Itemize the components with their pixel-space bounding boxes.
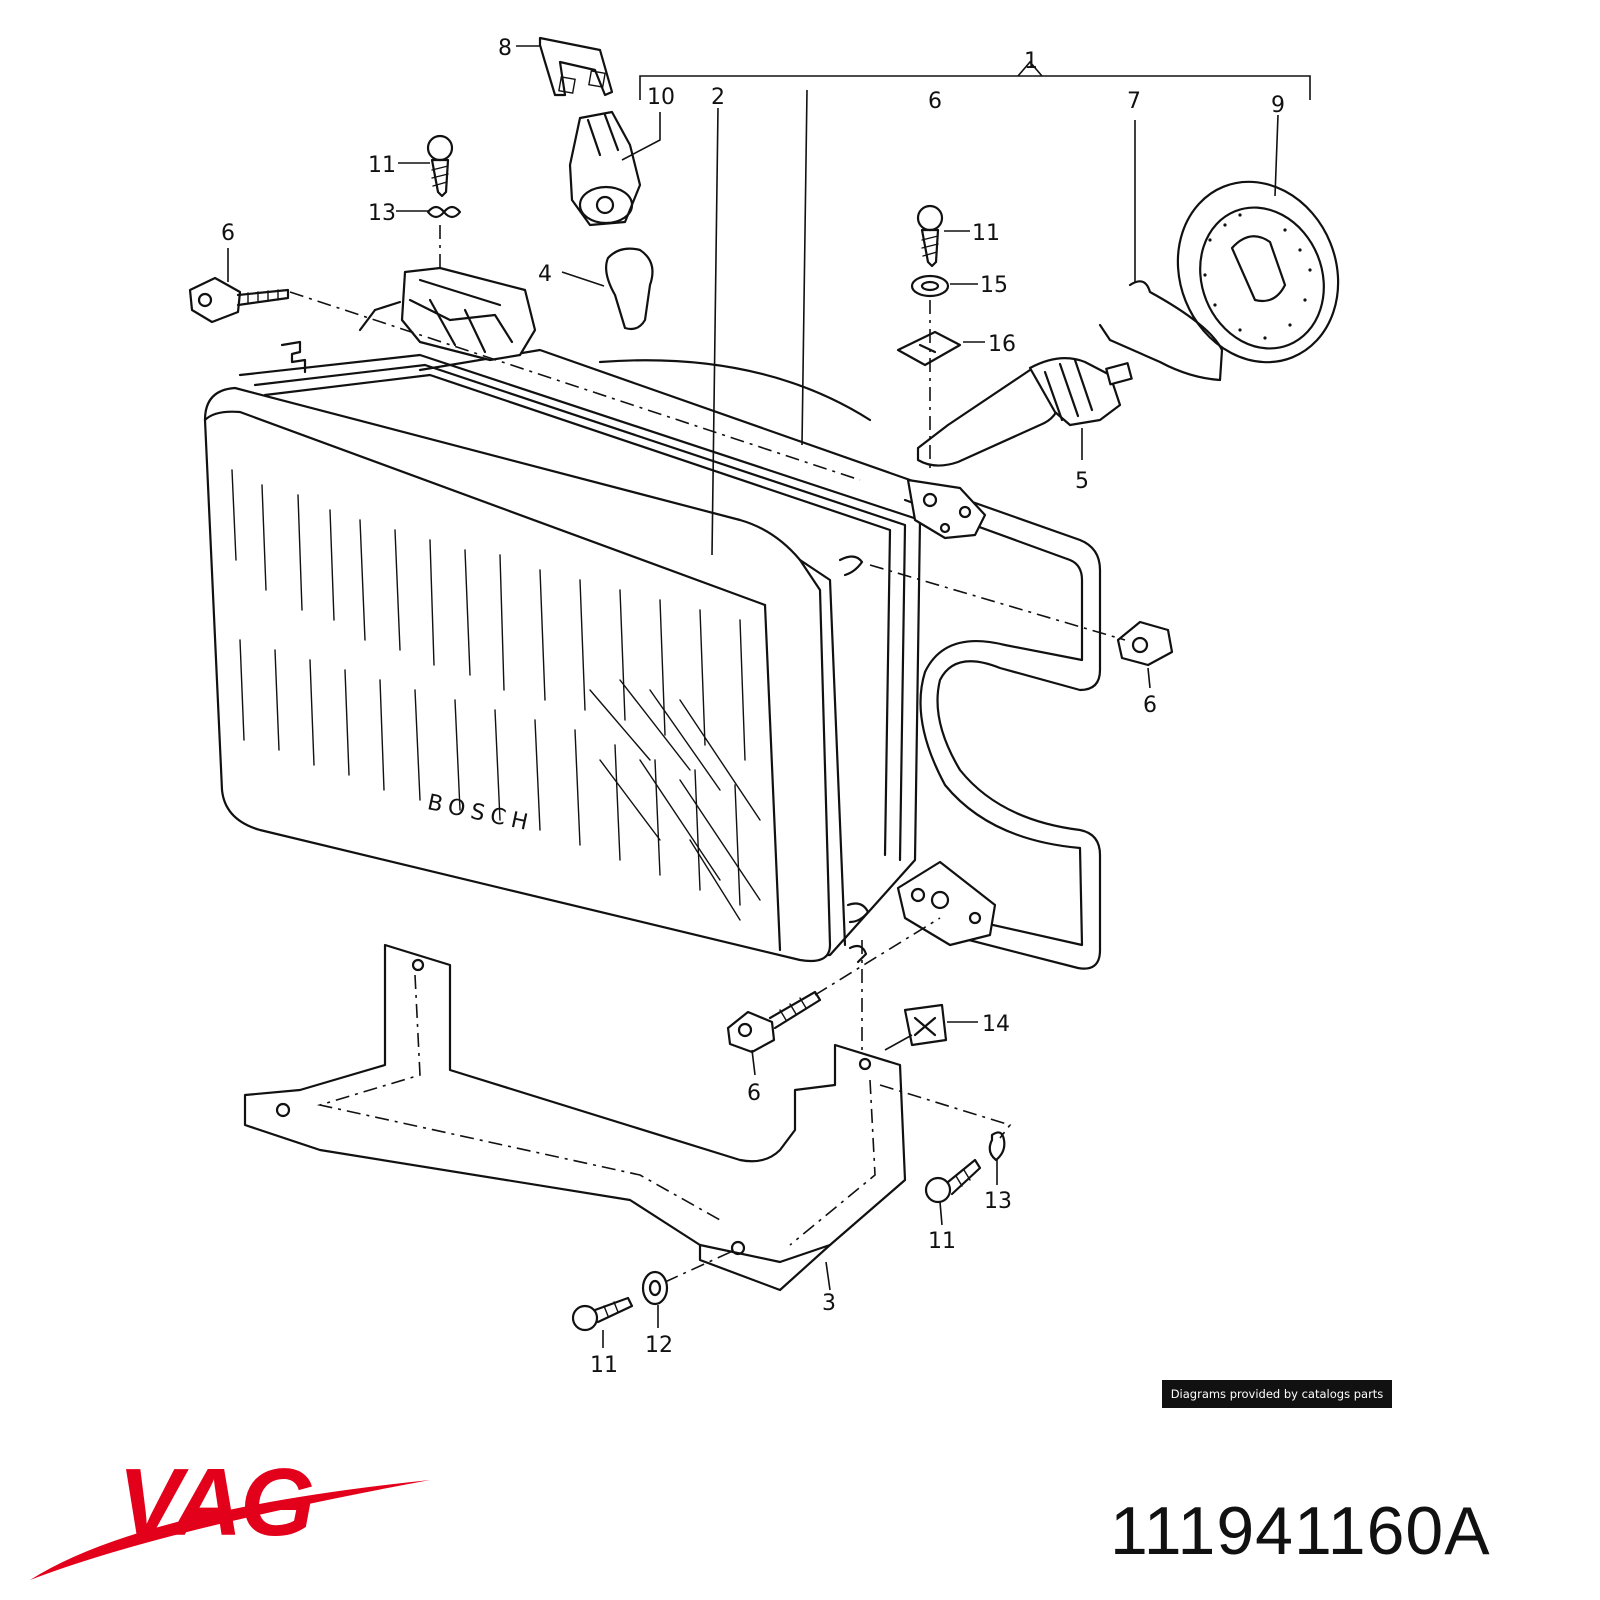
part-13-spring-washer-top: [426, 205, 462, 219]
callout-6-bottom: 6: [747, 1081, 761, 1106]
part-16-clip-nut: [896, 330, 962, 367]
callout-6-left: 6: [221, 221, 235, 246]
callout-7: 7: [1127, 89, 1141, 114]
part-9-cover-cap: [1176, 180, 1340, 364]
part-4-small-bulb: [605, 247, 654, 331]
part-8-holder-clip: [538, 36, 614, 97]
callout-5: 5: [1075, 469, 1089, 494]
callout-11-bottom-left: 11: [590, 1353, 618, 1378]
leader-lines: [227, 45, 1279, 1348]
callout-9: 9: [1271, 93, 1285, 118]
callout-labels: 1 2 3 4 5 6 6 6 6 7 8 9 10 11 11 11 11 1…: [221, 36, 1285, 1378]
upper-mount-bracket: [358, 266, 537, 362]
callout-1: 1: [1024, 49, 1038, 74]
part-6-adjuster-screw-left: [188, 276, 290, 324]
callout-10: 10: [647, 85, 675, 110]
diagram-credit-label: Diagrams provided by catalogs parts: [1162, 1380, 1392, 1408]
part-7-spring-clip: [1098, 280, 1224, 382]
callout-13-top: 13: [368, 201, 396, 226]
callout-11-top-right: 11: [972, 221, 1000, 246]
side-mount-boss-upper: [906, 478, 987, 540]
callout-6-top: 6: [928, 89, 942, 114]
assembly-axes: [289, 225, 1126, 1283]
part-6-adjuster-screw-bottom: [726, 990, 822, 1054]
callout-14: 14: [982, 1012, 1010, 1037]
part-5-main-bulb: [916, 357, 1133, 467]
headlight-unit: BOSCH: [203, 340, 922, 964]
callout-3: 3: [822, 1291, 836, 1316]
part-12-washer: [641, 1270, 669, 1306]
part-15-washer: [910, 274, 950, 298]
callout-4: 4: [538, 262, 552, 287]
part-6-adjuster-nut-right: [1116, 620, 1174, 667]
part-11-screw-bottom-right: [924, 1158, 982, 1204]
callout-6-right: 6: [1143, 693, 1157, 718]
callout-11-top-left: 11: [368, 153, 396, 178]
lens-pattern: [231, 469, 761, 921]
callout-8: 8: [498, 36, 512, 61]
callout-11-bottom-right: 11: [928, 1229, 956, 1254]
part-11-screw-top-right: [916, 204, 944, 268]
callout-16: 16: [988, 332, 1016, 357]
assembly-group-bracket: [639, 60, 1311, 446]
callout-12: 12: [645, 1333, 673, 1358]
logo-text: VAG: [118, 1449, 313, 1556]
vag-logo: VAG: [30, 1449, 430, 1580]
callout-13-bottom: 13: [984, 1189, 1012, 1214]
callout-2: 2: [711, 85, 725, 110]
part-11-screw-top-left: [426, 134, 454, 198]
callout-15: 15: [980, 273, 1008, 298]
part-number: 111941160A: [1110, 1493, 1491, 1569]
headlight-housing: [418, 348, 1102, 970]
side-mount-boss-lower: [896, 860, 997, 947]
part-14-clip-nut: [903, 1003, 948, 1047]
part-3-support-bracket: [243, 943, 907, 1292]
part-11-screw-bottom-left: [571, 1296, 634, 1332]
part-13-spring-washer-bottom: [988, 1131, 1006, 1162]
part-10-bulb-socket: [568, 110, 642, 227]
